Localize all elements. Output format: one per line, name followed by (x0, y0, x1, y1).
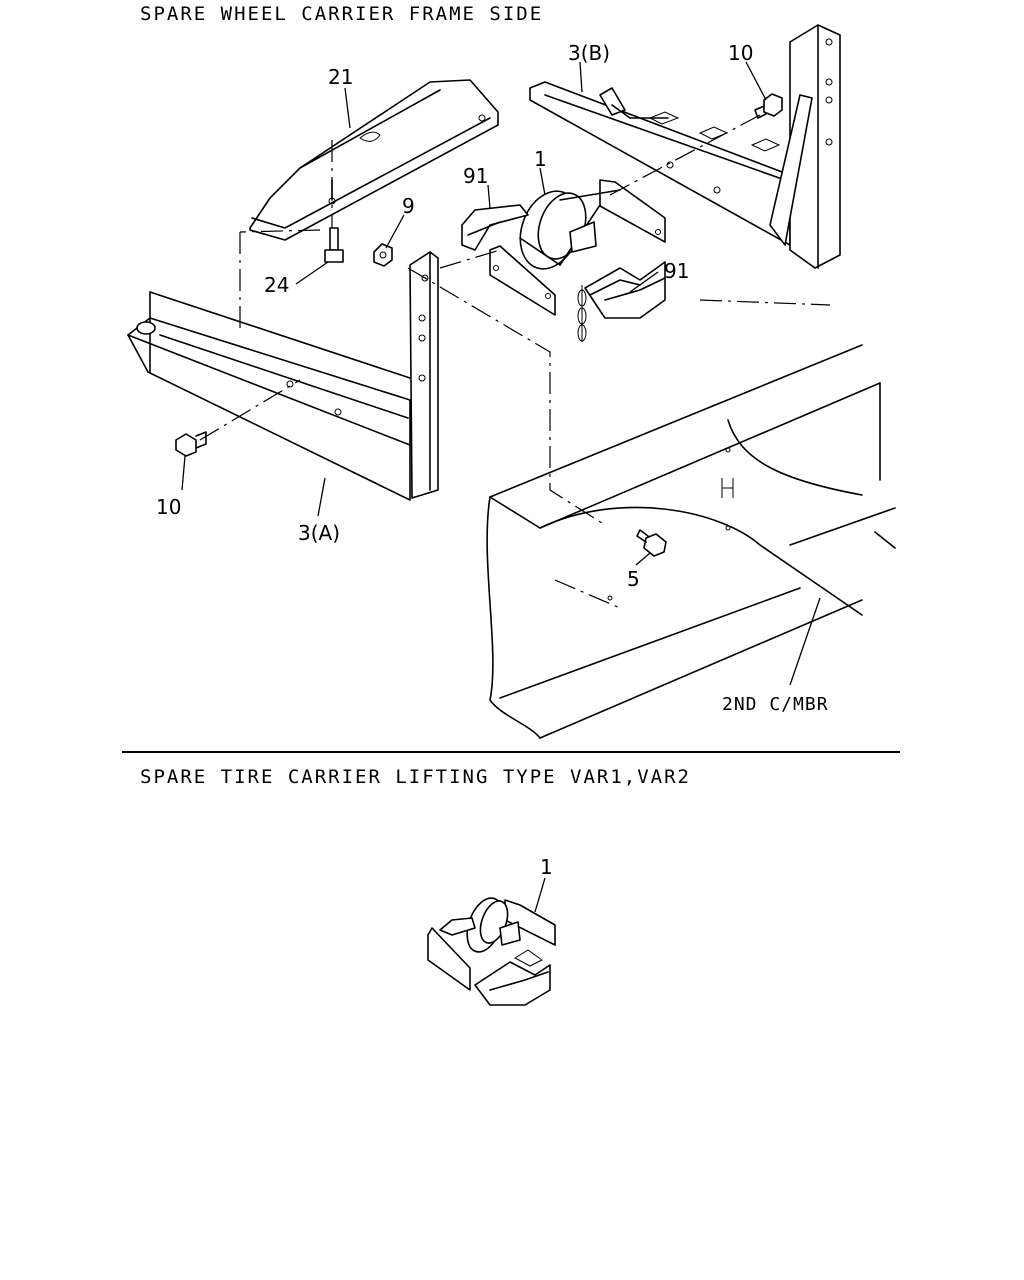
callout-2nd-cross-member: 2ND C/MBR (722, 694, 829, 715)
bolt-10-top (754, 93, 783, 119)
bolt-24 (324, 227, 344, 263)
bolt-10-left (175, 431, 207, 457)
callout-5: 5 (627, 567, 640, 591)
callout-9: 9 (402, 194, 415, 218)
part-21-plate (249, 79, 499, 241)
nut-9 (373, 243, 393, 267)
leader-lines (181, 61, 821, 913)
part-3a-bracket (127, 251, 439, 501)
callout-24: 24 (264, 273, 289, 297)
chassis-frame-member (486, 344, 896, 739)
callout-1-bottom: 1 (540, 855, 553, 879)
callout-10-top: 10 (728, 41, 753, 65)
callout-10-left: 10 (156, 495, 181, 519)
part-1-winch-top (461, 179, 666, 342)
part-3b-bracket (529, 24, 841, 269)
callout-91-right: 91 (664, 259, 689, 283)
callout-21: 21 (328, 65, 353, 89)
callout-1-top: 1 (534, 147, 547, 171)
center-lines (199, 114, 831, 609)
section-title-lifting-type: SPARE TIRE CARRIER LIFTING TYPE VAR1,VAR… (140, 766, 691, 788)
callout-91-left: 91 (463, 164, 488, 188)
callout-3a: 3(A) (298, 521, 340, 545)
section-title-frame-side: SPARE WHEEL CARRIER FRAME SIDE (140, 3, 544, 25)
bolt-5 (636, 529, 667, 557)
part-1-winch-bottom (427, 897, 556, 1006)
callout-3b: 3(B) (568, 41, 610, 65)
